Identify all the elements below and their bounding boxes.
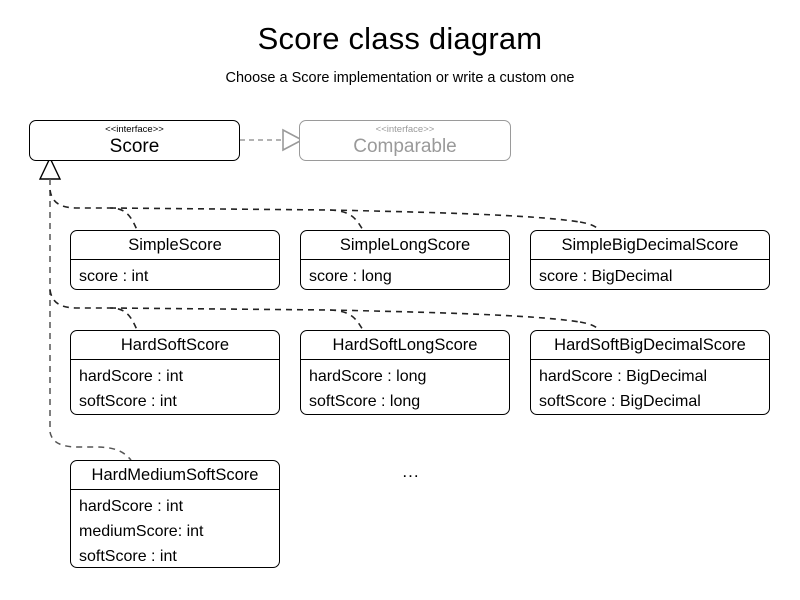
page-title: Score class diagram [257,21,543,56]
class-title: HardSoftBigDecimalScore [531,331,769,360]
attribute-row: hardScore : long [309,368,427,385]
generalization-branch-hard-soft-long-score [329,309,364,331]
more-classes-ellipsis: ... [402,462,420,481]
stereotype-label: <<interface>> [105,123,164,135]
class-attributes: score : BigDecimal [531,260,769,289]
realization-score-to-comparable [240,128,304,152]
class-attributes: score : long [301,260,509,289]
interface-box-comparable[interactable]: <<interface>> Comparable [299,120,511,161]
attribute-row: score : int [79,268,149,285]
interface-name: Score [109,135,160,157]
class-box-simple-score[interactable]: SimpleScore score : int [70,230,280,290]
class-attributes: hardScore : int mediumScore: int softSco… [71,490,279,567]
class-box-hard-soft-score[interactable]: HardSoftScore hardScore : int softScore … [70,330,280,415]
class-title: SimpleScore [71,231,279,260]
class-box-hard-soft-long-score[interactable]: HardSoftLongScore hardScore : long softS… [300,330,510,415]
generalization-branch-hard-medium-soft-score [49,431,132,461]
attribute-row: score : long [309,268,392,285]
class-box-simple-big-decimal-score[interactable]: SimpleBigDecimalScore score : BigDecimal [530,230,770,290]
interface-box-score[interactable]: <<interface>> Score [29,120,240,161]
attribute-row: mediumScore: int [79,523,204,540]
page-subtitle: Choose a Score implementation or write a… [225,70,575,86]
class-attributes: hardScore : BigDecimal softScore : BigDe… [531,360,769,414]
class-title: SimpleLongScore [301,231,509,260]
class-attributes: hardScore : long softScore : long [301,360,509,414]
attribute-row: softScore : long [309,393,421,410]
generalization-branch-simple-score [49,189,138,231]
class-title: SimpleBigDecimalScore [531,231,769,260]
class-title: HardSoftLongScore [301,331,509,360]
generalization-bus-row1-right [329,209,581,223]
attribute-row: hardScore : int [79,368,184,385]
attribute-row: softScore : BigDecimal [539,393,701,410]
generalization-triangle-score [38,156,62,180]
class-attributes: hardScore : int softScore : int [71,360,279,414]
attribute-row: score : BigDecimal [539,268,673,285]
generalization-branch-hard-soft-big-decimal-score [579,321,601,331]
attribute-row: hardScore : int [79,498,184,515]
class-attributes: score : int [71,260,279,289]
class-title: HardSoftScore [71,331,279,360]
generalization-bus-row2 [109,307,331,311]
class-box-simple-long-score[interactable]: SimpleLongScore score : long [300,230,510,290]
class-box-hard-soft-big-decimal-score[interactable]: HardSoftBigDecimalScore hardScore : BigD… [530,330,770,415]
generalization-bus-row2-right [329,309,581,323]
class-title: HardMediumSoftScore [71,461,279,490]
attribute-row: softScore : int [79,393,177,410]
generalization-bus-row1 [109,207,331,211]
attribute-row: softScore : int [79,548,177,565]
interface-name: Comparable [353,135,457,157]
generalization-branch-simple-big-decimal-score [579,221,601,231]
generalization-branch-simple-long-score [329,209,364,231]
class-box-hard-medium-soft-score[interactable]: HardMediumSoftScore hardScore : int medi… [70,460,280,568]
attribute-row: hardScore : BigDecimal [539,368,708,385]
generalization-branch-hard-soft-score [49,289,138,331]
stereotype-label: <<interface>> [375,123,435,135]
